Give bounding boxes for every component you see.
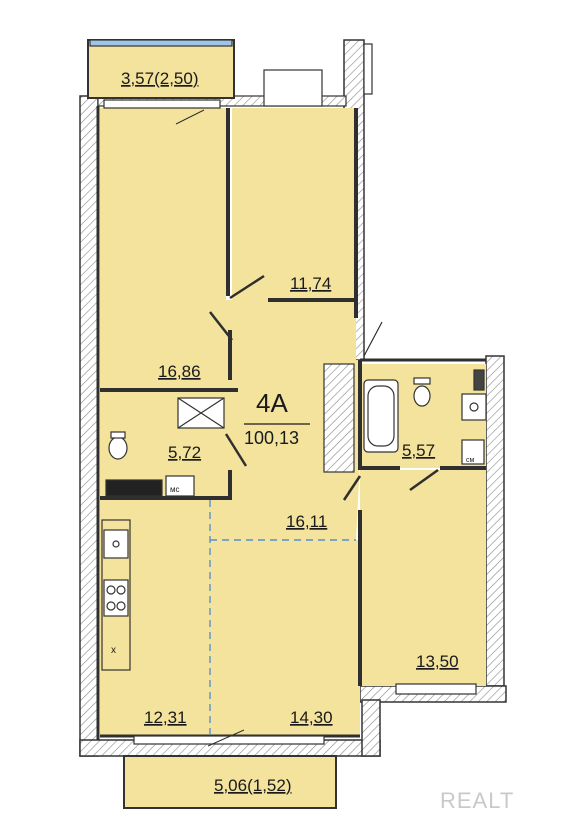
washer-tag: мс bbox=[170, 485, 180, 494]
area-label-bedroom-top-right: 11,74 bbox=[290, 274, 331, 293]
window-bedroom-right bbox=[395, 683, 477, 695]
area-label-bathroom-left: 5,72 bbox=[168, 443, 201, 462]
dryer bbox=[461, 439, 485, 465]
window-top-right bbox=[263, 69, 323, 107]
window-bottom bbox=[133, 735, 325, 745]
counter bbox=[101, 519, 131, 671]
fixtures bbox=[101, 369, 487, 671]
area-label-bedroom-right: 13,50 bbox=[416, 652, 459, 671]
apartment-summary: 4A 100,13 bbox=[244, 388, 310, 448]
area-label-loggia-top: 3,57(2,50) bbox=[121, 69, 199, 88]
dryer-tag: см bbox=[466, 457, 475, 464]
door-bedroom-right bbox=[409, 468, 439, 492]
door-bedroom-top-right bbox=[229, 274, 265, 300]
window-bedroom-left bbox=[103, 99, 221, 109]
washer bbox=[165, 475, 195, 497]
bedroom-left-floor bbox=[100, 108, 226, 390]
cooker-mark: x bbox=[111, 645, 116, 656]
vent-shaft bbox=[323, 363, 355, 473]
area-label-bedroom-left: 16,86 bbox=[158, 362, 201, 381]
apartment-type: 4A bbox=[256, 388, 288, 418]
zone-divider bbox=[209, 500, 356, 736]
window-loggia-top bbox=[89, 39, 233, 47]
hall-floor bbox=[210, 300, 360, 540]
toilet-right bbox=[413, 385, 431, 407]
loggia-bottom-floor bbox=[123, 755, 337, 809]
watermark: REALT bbox=[440, 788, 514, 813]
area-label-loggia-bottom: 5,06(1,52) bbox=[214, 776, 292, 795]
loggia-top-floor bbox=[87, 39, 235, 99]
windows bbox=[89, 39, 477, 745]
door-bedroom-left bbox=[209, 311, 233, 341]
total-area: 100,13 bbox=[244, 428, 299, 448]
area-label-hall: 16,11 bbox=[286, 512, 327, 531]
area-label-bathroom-right: 5,57 bbox=[402, 441, 435, 460]
doors bbox=[175, 109, 439, 747]
area-labels: 3,57(2,50) 16,86 11,74 5,72 16,11 5,57 1… bbox=[121, 69, 459, 795]
hob bbox=[103, 579, 129, 617]
stove-grid bbox=[105, 479, 163, 497]
bedroom-right-floor bbox=[360, 470, 486, 686]
door-hall-right bbox=[342, 475, 362, 501]
door-bathroom-left bbox=[224, 433, 248, 467]
area-label-kitchen: 12,31 bbox=[144, 708, 187, 727]
area-label-living: 14,30 bbox=[290, 708, 333, 727]
bedroom-top-right-floor bbox=[232, 108, 354, 300]
living-floor bbox=[210, 540, 360, 736]
toilet-left bbox=[108, 436, 128, 460]
boiler bbox=[473, 369, 485, 391]
balcony-edge-right bbox=[363, 43, 373, 95]
